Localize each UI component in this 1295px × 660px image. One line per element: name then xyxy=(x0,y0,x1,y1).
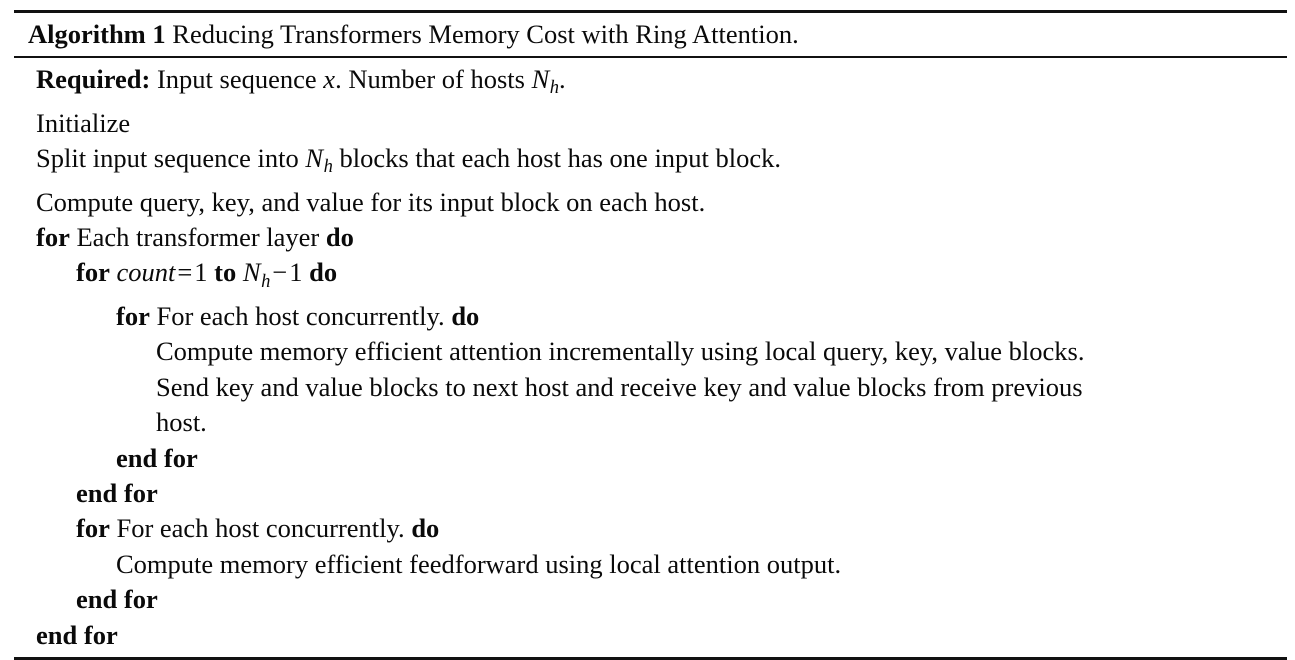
line-required: Required: Input sequence x. Number of ho… xyxy=(14,62,1287,106)
symbol-equals: = xyxy=(177,257,193,288)
keyword-for: for xyxy=(76,257,110,288)
symbol-minus: − xyxy=(272,257,288,288)
line-for-host-outer: for For each host concurrently. do xyxy=(54,511,1287,546)
keyword-do: do xyxy=(451,301,480,331)
split-text-after: blocks that each host has one input bloc… xyxy=(332,143,782,173)
algorithm-caption: Algorithm 1 Reducing Transformers Memory… xyxy=(14,13,1287,54)
rule-middle xyxy=(14,56,1287,58)
for-host-outer-text: For each host concurrently. xyxy=(116,513,405,544)
symbol-N: N xyxy=(305,143,324,173)
symbol-N: N xyxy=(242,257,261,288)
keyword-for: for xyxy=(116,301,150,331)
for-layer-text: Each transformer layer xyxy=(76,222,320,252)
keyword-do: do xyxy=(325,222,354,252)
algorithm-label: Algorithm 1 xyxy=(28,19,166,49)
algorithm-body: Required: Input sequence x. Number of ho… xyxy=(14,58,1287,657)
symbol-one: 1 xyxy=(194,257,208,288)
send-receive-line2: host. xyxy=(156,407,207,438)
line-for-host-inner: for For each host concurrently. do xyxy=(94,299,1287,334)
line-compute-attention: Compute memory efficient attention incre… xyxy=(156,336,1085,367)
symbol-N: N xyxy=(531,64,550,94)
symbol-subscript-h: h xyxy=(323,156,333,178)
line-end-for-host-outer: end for xyxy=(76,584,158,615)
line-compute-qkv: Compute query, key, and value for its in… xyxy=(36,186,706,217)
line-compute-feedforward: Compute memory efficient feedforward usi… xyxy=(116,548,842,579)
line-initialize: Initialize xyxy=(36,107,131,138)
for-host-inner-text: For each host concurrently. xyxy=(156,301,445,331)
line-end-for-count: end for xyxy=(76,478,158,509)
keyword-required: Required: xyxy=(36,64,151,94)
line-end-for-inner-host: end for xyxy=(116,442,198,473)
keyword-do: do xyxy=(309,257,338,288)
send-receive-line1: Send key and value blocks to next host a… xyxy=(156,371,1083,402)
line-end-for-layer: end for xyxy=(36,619,118,650)
symbol-one: 1 xyxy=(289,257,303,288)
line-for-layer: for Each transformer layer do xyxy=(14,220,1287,255)
required-text-after: . Number of hosts xyxy=(335,64,532,94)
keyword-do: do xyxy=(411,513,440,544)
keyword-for: for xyxy=(36,222,70,252)
line-split-input: Split input sequence into Nh blocks that… xyxy=(14,141,1287,185)
rule-top xyxy=(14,10,1287,13)
required-text-before: Input sequence xyxy=(150,64,324,94)
symbol-x: x xyxy=(323,64,336,94)
line-send-receive: Send key and value blocks to next host a… xyxy=(134,370,1287,441)
split-text-before: Split input sequence into xyxy=(36,143,306,173)
symbol-subscript-h: h xyxy=(549,77,560,99)
algorithm-caption-text: Reducing Transformers Memory Cost with R… xyxy=(172,19,799,49)
required-text-end: . xyxy=(559,64,566,94)
line-for-count: for count=1 to Nh−1 do xyxy=(54,255,1287,299)
symbol-count: count xyxy=(116,257,176,288)
algorithm-block: Algorithm 1 Reducing Transformers Memory… xyxy=(0,10,1295,660)
symbol-subscript-h: h xyxy=(261,270,271,292)
keyword-for: for xyxy=(76,513,110,544)
keyword-to: to xyxy=(214,257,237,288)
